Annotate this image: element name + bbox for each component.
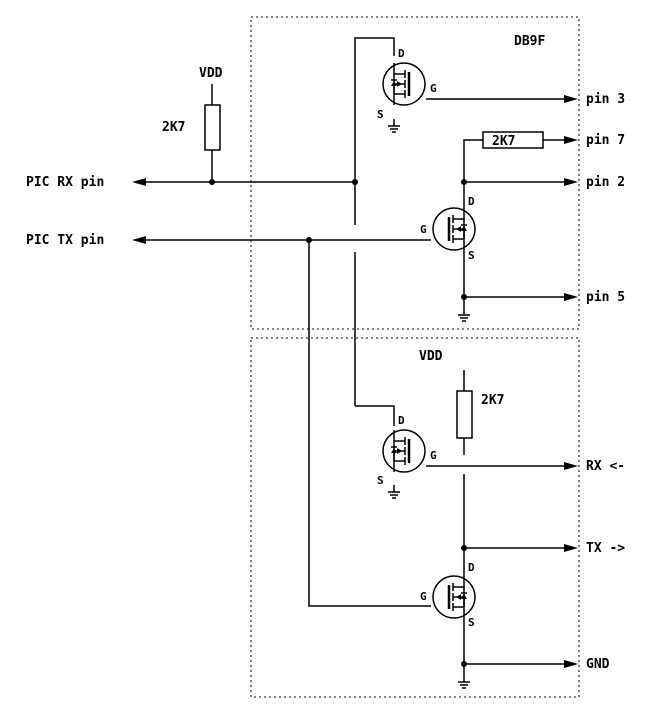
fet-gate-label: G	[420, 223, 427, 236]
resistor-pin7	[482, 131, 544, 149]
resistor-label: 2K7	[481, 393, 504, 408]
ground-symbol	[387, 125, 401, 133]
gnd-label: GND	[586, 657, 610, 672]
fet-source-label: S	[377, 108, 384, 121]
pin2-label: pin 2	[586, 175, 625, 190]
tx-label: TX ->	[586, 541, 625, 556]
arrowheads	[132, 95, 578, 668]
mosfet-q2	[431, 206, 477, 252]
fet-drain-label: D	[468, 561, 475, 574]
fet-drain-label: D	[468, 195, 475, 208]
fet-drain-label: D	[398, 47, 405, 60]
ground-symbol	[457, 314, 471, 322]
pin7-label: pin 7	[586, 133, 625, 148]
junction-dots	[209, 179, 467, 667]
vdd-label: VDD	[199, 66, 223, 81]
mosfet-q4	[431, 574, 477, 620]
mosfet-q3	[383, 430, 425, 472]
pin5-label: pin 5	[586, 290, 625, 305]
fet-source-label: S	[377, 474, 384, 487]
rx-label: RX <-	[586, 459, 625, 474]
resistor-pullup-rx-ttl	[456, 390, 473, 439]
fet-drain-label: D	[398, 414, 405, 427]
fet-gate-label: G	[420, 590, 427, 603]
resistor-label: 2K7	[492, 134, 515, 149]
block-title: DB9F	[514, 34, 545, 49]
fet-source-label: S	[468, 249, 475, 262]
pin3-label: pin 3	[586, 92, 625, 107]
ttl-block	[250, 337, 580, 698]
fet-gate-label: G	[430, 449, 437, 462]
wires	[140, 37, 570, 682]
ground-symbol	[457, 681, 471, 689]
pic-rx-label: PIC RX pin	[26, 175, 104, 190]
ground-symbol	[387, 491, 401, 499]
vdd-label: VDD	[419, 349, 443, 364]
fet-source-label: S	[468, 616, 475, 629]
mosfet-q1	[383, 63, 425, 105]
fet-gate-label: G	[430, 82, 437, 95]
resistor-label: 2K7	[162, 120, 185, 135]
db9f-block	[250, 16, 580, 330]
pic-tx-label: PIC TX pin	[26, 233, 104, 248]
resistor-pullup-rx	[204, 104, 221, 151]
